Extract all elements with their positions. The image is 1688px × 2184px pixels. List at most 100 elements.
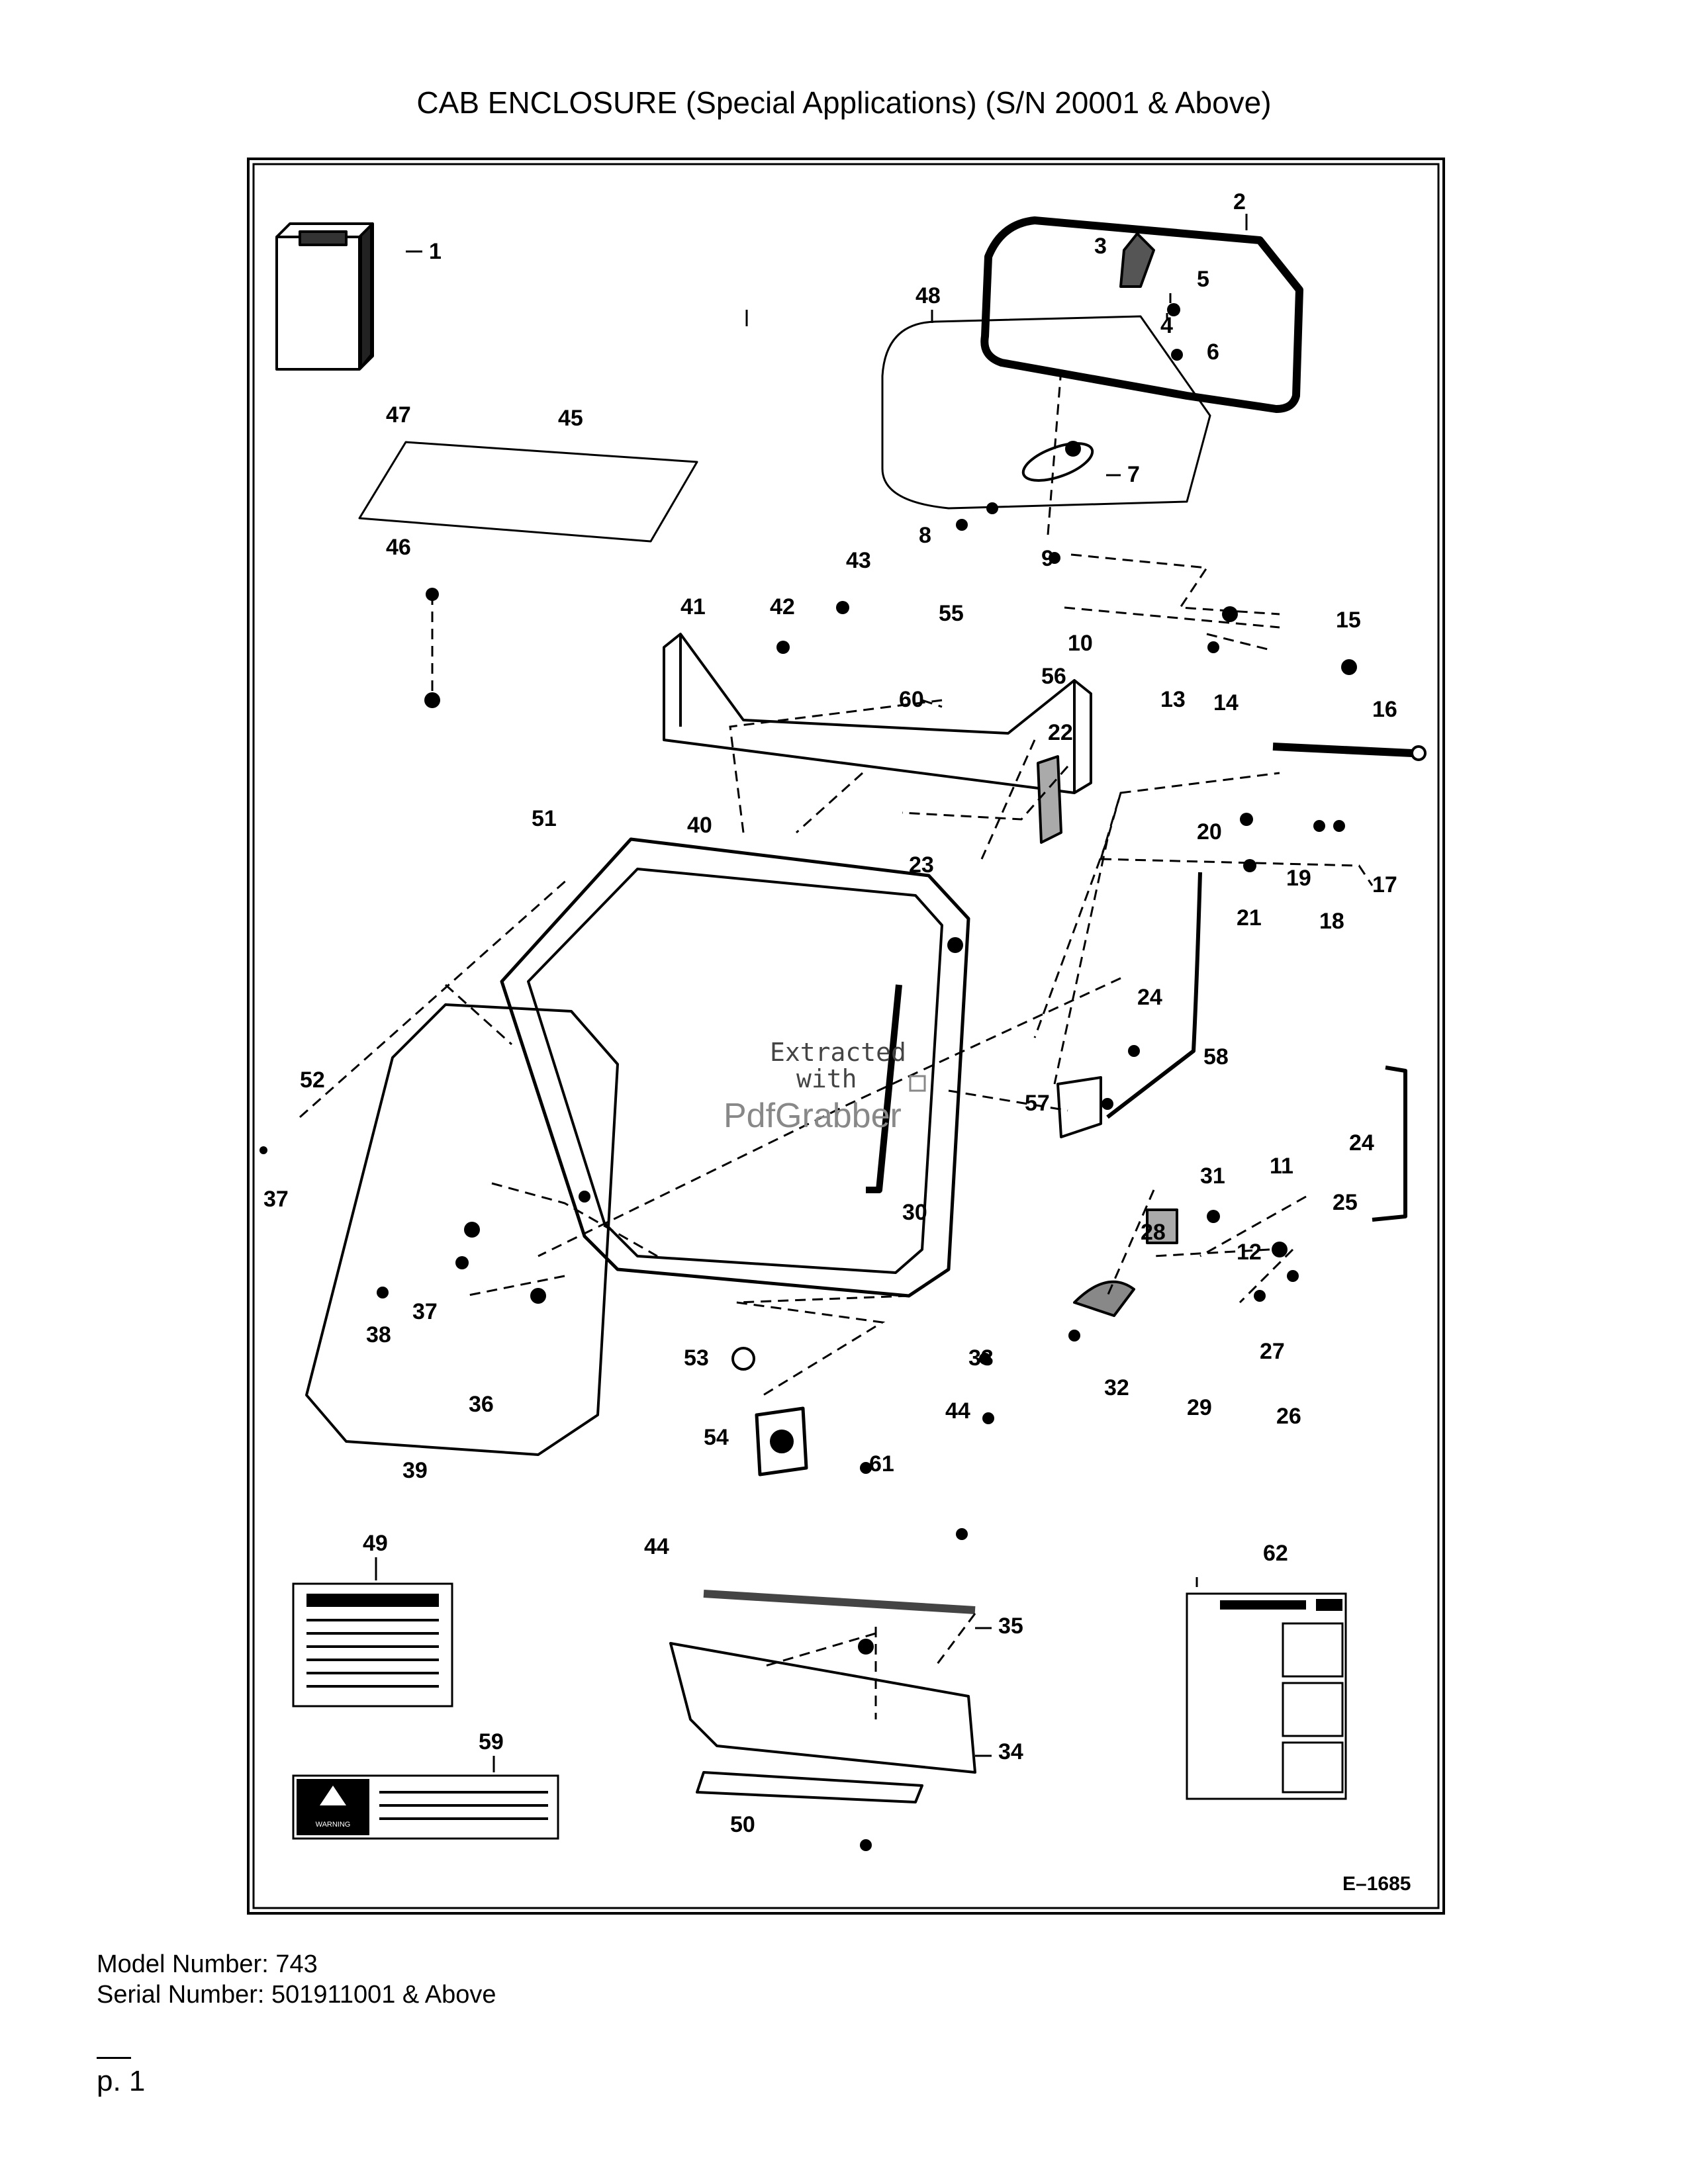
callout-59: 59 — [479, 1729, 504, 1754]
callout-20: 20 — [1197, 819, 1222, 844]
callout-51: 51 — [532, 806, 557, 831]
callout-45: 45 — [558, 406, 583, 431]
callout-labels: 1 2 3 4 5 6 7 8 9 10 11 12 13 14 15 16 1… — [263, 189, 1397, 1837]
callout-17: 17 — [1372, 872, 1397, 897]
callout-16: 16 — [1372, 697, 1397, 722]
part-54-handle-plate — [755, 1406, 808, 1477]
part-45-floor-plate — [358, 441, 698, 543]
exploded-parts-diagram: WARNING — [247, 158, 1445, 1915]
callout-9: 9 — [1041, 546, 1054, 571]
part-16-gas-spring — [1272, 743, 1413, 757]
callout-54: 54 — [704, 1425, 729, 1450]
page-number: p. 1 — [97, 2065, 146, 2097]
pdfgrabber-watermark: Extracted with PdfGrabber — [724, 1038, 926, 1135]
callout-56: 56 — [1041, 664, 1066, 689]
part-48-rear-glass — [881, 315, 1211, 510]
callout-37b: 37 — [412, 1299, 438, 1324]
serial-number: Serial Number: 501911001 & Above — [97, 1981, 496, 2009]
callout-leaders — [375, 214, 1248, 1772]
part-2-window-seal — [980, 216, 1303, 413]
part-28-latch — [1146, 1208, 1178, 1244]
callout-15: 15 — [1336, 608, 1361, 633]
callout-8: 8 — [919, 523, 931, 548]
part-22-bracket — [1037, 755, 1062, 844]
part-57-bracket — [1056, 1076, 1102, 1138]
callout-30: 30 — [902, 1200, 927, 1225]
callout-6: 6 — [1207, 340, 1219, 365]
diagram-outer-border — [247, 158, 1445, 1915]
callout-48: 48 — [915, 283, 941, 308]
callout-11: 11 — [1270, 1154, 1293, 1179]
svg-text:WARNING: WARNING — [316, 1821, 351, 1829]
callout-55: 55 — [939, 601, 964, 626]
callout-28: 28 — [1141, 1220, 1166, 1245]
callout-34: 34 — [998, 1739, 1023, 1764]
part-53-knob — [731, 1347, 755, 1371]
footer-rule — [97, 2057, 131, 2059]
svg-text:PdfGrabber: PdfGrabber — [724, 1097, 902, 1135]
callout-7: 7 — [1127, 462, 1140, 487]
callout-27: 27 — [1260, 1339, 1285, 1364]
callout-46: 46 — [386, 535, 411, 560]
callout-2: 2 — [1233, 189, 1246, 214]
callout-18: 18 — [1319, 909, 1344, 934]
part-24-rod-upper — [1106, 872, 1202, 1119]
callout-10: 10 — [1068, 631, 1093, 656]
part-35-strip — [703, 1590, 976, 1614]
part-24-rod-lower — [1372, 1066, 1407, 1222]
callout-25: 25 — [1333, 1190, 1358, 1215]
callout-22: 22 — [1048, 720, 1073, 745]
callout-23: 23 — [909, 852, 934, 878]
decal-59-warning: WARNING — [292, 1774, 559, 1840]
callout-13: 13 — [1160, 687, 1186, 712]
fasteners — [259, 303, 1357, 1851]
callout-35: 35 — [998, 1614, 1023, 1639]
callout-39: 39 — [402, 1458, 428, 1483]
decal-62-instructions — [1186, 1592, 1347, 1800]
callout-31: 31 — [1200, 1163, 1225, 1189]
decal-49 — [292, 1582, 453, 1707]
callout-44: 44 — [945, 1398, 970, 1424]
part-32-lever — [1073, 1280, 1135, 1317]
callout-53: 53 — [684, 1345, 709, 1371]
part-7-latch-ring — [1021, 442, 1094, 482]
callout-49: 49 — [363, 1531, 388, 1556]
part-41-support-bracket — [663, 633, 1092, 794]
callout-26: 26 — [1276, 1404, 1301, 1429]
callout-58: 58 — [1203, 1044, 1229, 1069]
callout-60: 60 — [899, 687, 924, 712]
callout-4: 4 — [1160, 313, 1173, 338]
part-30-weather-strip — [866, 984, 902, 1193]
callout-24: 24 — [1137, 985, 1162, 1010]
callout-47: 47 — [386, 402, 411, 428]
callout-61: 61 — [869, 1451, 894, 1477]
callout-19: 19 — [1286, 866, 1311, 891]
callout-43: 43 — [846, 548, 871, 573]
callout-14: 14 — [1213, 690, 1239, 715]
part-3-handle — [1119, 232, 1155, 288]
callout-44b: 44 — [644, 1534, 669, 1559]
svg-text:Extracted: Extracted — [770, 1038, 906, 1067]
callout-12: 12 — [1237, 1240, 1262, 1265]
callout-3: 3 — [1094, 234, 1107, 259]
part-40-door-frame — [500, 837, 970, 1298]
part-50-plate — [696, 1771, 923, 1803]
page-title: CAB ENCLOSURE (Special Applications) (S/… — [416, 85, 1272, 120]
callout-38: 38 — [366, 1322, 391, 1347]
callout-32: 32 — [1104, 1375, 1129, 1400]
part-39-door-glass — [305, 1003, 619, 1456]
model-number: Model Number: 743 — [97, 1950, 318, 1978]
callout-42: 42 — [770, 594, 795, 619]
callout-5: 5 — [1197, 267, 1209, 292]
callout-52: 52 — [300, 1068, 325, 1093]
callout-24b: 24 — [1349, 1130, 1374, 1156]
callout-1: 1 — [429, 239, 442, 264]
callout-37: 37 — [263, 1187, 289, 1212]
part-34-kick-plate — [669, 1642, 976, 1774]
callout-40: 40 — [687, 813, 712, 838]
part-1-manual-box — [275, 222, 374, 371]
callout-50: 50 — [730, 1812, 755, 1837]
callout-41: 41 — [680, 594, 706, 619]
svg-text:with: with — [796, 1064, 857, 1093]
callout-33: 33 — [968, 1345, 994, 1371]
